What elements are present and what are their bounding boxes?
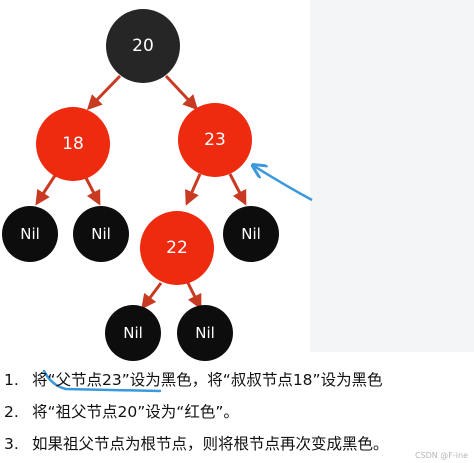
step-2-text: 将“祖父节点20”设为“红色”。 <box>32 403 239 421</box>
nil-node-5: Nil <box>177 305 233 361</box>
step-2: 2. 将“祖父节点20”设为“红色”。 <box>0 396 474 428</box>
nil-node-1: Nil <box>2 206 58 262</box>
node-23-label: 23 <box>204 130 226 150</box>
step-1-text: 将“父节点23”设为黑色，将“叔叔节点18”设为黑色 <box>32 371 383 389</box>
edge-20-18 <box>86 74 122 111</box>
edge-23-22 <box>185 173 202 206</box>
annotation-underline <box>42 369 162 393</box>
tree-edges <box>35 74 247 310</box>
node-18-label: 18 <box>62 134 84 154</box>
node-20-label: 20 <box>132 36 154 56</box>
nil-node-1-label: Nil <box>20 225 40 243</box>
node-22: 22 <box>140 211 214 285</box>
nil-node-3-label: Nil <box>241 225 261 243</box>
node-23: 23 <box>178 103 252 177</box>
step-1-number: 1. <box>4 371 19 389</box>
edge-22-nil5 <box>186 282 202 310</box>
step-1: 1. 将“父节点23”设为黑色，将“叔叔节点18”设为黑色 <box>0 364 474 396</box>
step-3-number: 3. <box>4 435 19 453</box>
nil-node-5-label: Nil <box>195 324 215 342</box>
nil-node-2-label: Nil <box>91 225 111 243</box>
steps-list: 1. 将“父节点23”设为黑色，将“叔叔节点18”设为黑色 2. 将“祖父节点20”… <box>0 364 474 460</box>
edge-23-nil3 <box>228 173 247 206</box>
node-20: 20 <box>106 9 180 83</box>
edge-18-nil2 <box>82 173 101 206</box>
node-22-label: 22 <box>166 238 188 258</box>
step-3: 3. 如果祖父节点为根节点，则将根节点再次变成黑色。 <box>0 428 474 460</box>
side-panel-strip <box>310 0 474 352</box>
nil-node-4-label: Nil <box>123 324 143 342</box>
nil-node-4: Nil <box>105 305 161 361</box>
edge-22-nil4 <box>141 282 163 310</box>
annotation-arrow <box>254 166 313 202</box>
edge-20-23 <box>164 74 199 111</box>
step-3-text: 如果祖父节点为根节点，则将根节点再次变成黑色。 <box>32 435 389 453</box>
step-2-number: 2. <box>4 403 19 421</box>
watermark: CSDN @F-ine <box>414 451 468 460</box>
node-18: 18 <box>36 107 110 181</box>
edge-18-nil1 <box>35 173 58 206</box>
nil-node-3: Nil <box>223 206 279 262</box>
nil-node-2: Nil <box>73 206 129 262</box>
